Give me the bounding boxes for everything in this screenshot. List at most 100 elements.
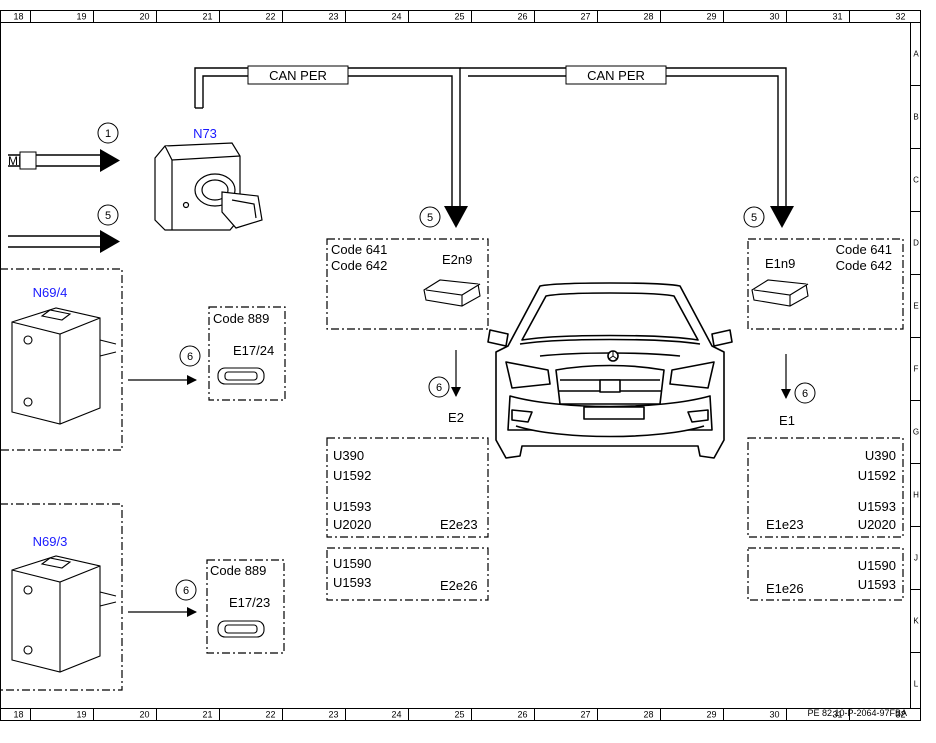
partial-signal-label: MI (8, 154, 21, 168)
marker-6-right: 6 (794, 382, 816, 404)
column-number-20: 20 (139, 12, 149, 22)
e2e23-label: E2e23 (440, 517, 478, 532)
e17-23-code: Code 889 (210, 563, 266, 578)
column-number-22: 22 (265, 12, 275, 22)
e1n9-code-642: Code 642 (836, 258, 892, 273)
arrowhead-e1n9 (770, 206, 794, 228)
column-number-27: 27 (580, 12, 590, 22)
svg-text:6: 6 (187, 351, 193, 363)
e1e26-box (747, 547, 904, 601)
column-number-21: 21 (202, 710, 212, 720)
e2e23-u2020: U2020 (333, 517, 371, 532)
column-number-31: 31 (832, 12, 842, 22)
row-letter-C: C (913, 176, 919, 185)
n69-3-module (11, 555, 117, 673)
column-number-27: 27 (580, 710, 590, 720)
marker-6-n69-4: 6 (179, 345, 201, 367)
n69-4-label: N69/4 (33, 285, 68, 300)
column-number-23: 23 (328, 12, 338, 22)
svg-text:5: 5 (751, 212, 757, 224)
e2e23-box (326, 437, 489, 538)
row-letter-L: L (914, 680, 919, 689)
arrowhead-e2n9 (444, 206, 468, 228)
e17-23-label: E17/23 (229, 595, 270, 610)
n69-3-label: N69/3 (33, 534, 68, 549)
svg-text:6: 6 (802, 388, 808, 400)
column-number-22: 22 (265, 710, 275, 720)
column-number-20: 20 (139, 710, 149, 720)
e1e23-u1592: U1592 (858, 468, 896, 483)
e1e23-u390: U390 (865, 448, 896, 463)
e1e23-box (747, 437, 904, 538)
column-number-25: 25 (454, 12, 464, 22)
column-number-26: 26 (517, 710, 527, 720)
e2n9-box (326, 238, 489, 330)
column-number-30: 30 (769, 12, 779, 22)
svg-text:5: 5 (105, 210, 111, 222)
headlight-left (505, 361, 551, 389)
column-number-24: 24 (391, 12, 401, 22)
marker-5-left: 5 (97, 204, 119, 226)
can-bus-lines (194, 67, 787, 206)
e2n9-code-642: Code 642 (331, 258, 387, 273)
column-number-28: 28 (643, 710, 653, 720)
svg-text:6: 6 (183, 585, 189, 597)
signal-arrow-1: MI (8, 149, 120, 172)
row-letter-K: K (913, 617, 919, 626)
column-ruler-bottom: 18 19 20 21 22 23 24 25 26 27 28 29 30 31 32 (13, 708, 906, 720)
e1e26-label: E1e26 (766, 581, 804, 596)
marker-1: 1 (97, 122, 119, 144)
marker-5-right: 5 (743, 206, 765, 228)
column-number-21: 21 (202, 12, 212, 22)
row-letter-E: E (913, 302, 918, 311)
row-letter-D: D (913, 239, 919, 248)
column-number-25: 25 (454, 710, 464, 720)
e1e23-u2020: U2020 (858, 517, 896, 532)
svg-text:5: 5 (427, 212, 433, 224)
e1n9-box (747, 238, 904, 330)
svg-text:1: 1 (105, 128, 111, 140)
column-number-28: 28 (643, 12, 653, 22)
column-number-24: 24 (391, 710, 401, 720)
e1n9-control-unit-icon (751, 279, 809, 307)
column-number-18: 18 (13, 710, 23, 720)
e2e26-u1593: U1593 (333, 575, 371, 590)
e17-24-lamp-icon (217, 367, 265, 385)
marker-6-n69-3: 6 (175, 579, 197, 601)
e17-24-box (208, 306, 286, 401)
column-number-18: 18 (13, 12, 23, 22)
e17-23-box (206, 559, 285, 654)
e17-23-lamp-icon (217, 620, 265, 638)
column-number-31: 31 (832, 710, 842, 720)
n69-4-dashed-box (0, 268, 123, 451)
e17-24-label: E17/24 (233, 343, 274, 358)
column-number-19: 19 (76, 12, 86, 22)
ignition-switch-n73 (154, 142, 263, 231)
n69-4-module (11, 307, 117, 425)
row-letter-F: F (914, 365, 919, 374)
column-number-30: 30 (769, 710, 779, 720)
column-number-32: 32 (895, 12, 905, 22)
e2e23-u390: U390 (333, 448, 364, 463)
e2e26-label: E2e26 (440, 578, 478, 593)
can-per-label-left: CAN PER (247, 65, 349, 85)
e1n9-label: E1n9 (765, 256, 795, 271)
e1e26-u1590: U1590 (858, 558, 896, 573)
e1e23-label: E1e23 (766, 517, 804, 532)
can-arrowheads (444, 206, 794, 228)
column-number-32: 32 (895, 710, 905, 720)
svg-text:6: 6 (436, 382, 442, 394)
e2e26-u1590: U1590 (333, 556, 371, 571)
column-number-29: 29 (706, 710, 716, 720)
signal-arrow-5 (8, 230, 120, 253)
e1e26-u1593: U1593 (858, 577, 896, 592)
row-letter-J: J (914, 554, 918, 563)
row-letter-G: G (913, 428, 919, 437)
n73-label: N73 (193, 126, 217, 141)
e2n9-code-641: Code 641 (331, 242, 387, 257)
column-number-19: 19 (76, 710, 86, 720)
column-number-23: 23 (328, 710, 338, 720)
headlamp-label-e1: E1 (779, 413, 795, 428)
